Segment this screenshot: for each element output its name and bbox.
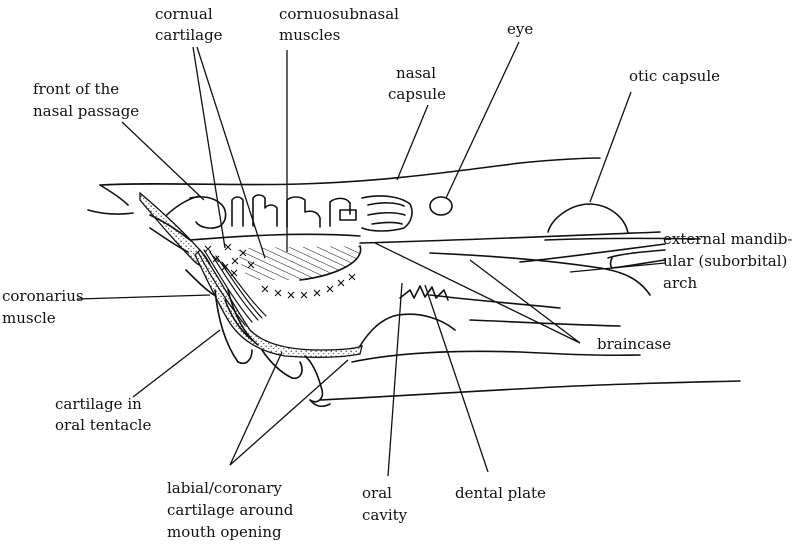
label-oral-cavity: oral cavity bbox=[362, 484, 408, 524]
label-labial-coronary-cartilage: labial/coronary cartilage around mouth o… bbox=[167, 479, 298, 541]
eye-shape bbox=[430, 197, 452, 215]
label-braincase: braincase bbox=[597, 335, 671, 353]
label-coronarius-muscle: coronarius muscle bbox=[2, 287, 88, 327]
label-cartilage-oral-tentacle: cartilage in oral tentacle bbox=[55, 395, 151, 434]
leader-lines bbox=[77, 42, 665, 476]
label-front-nasal-passage: front of the nasal passage bbox=[33, 80, 139, 120]
label-cornual-cartilage: cornual cartilage bbox=[155, 5, 223, 44]
label-otic-capsule: otic capsule bbox=[629, 67, 720, 85]
label-eye: eye bbox=[507, 20, 533, 38]
nasal-capsule-channels bbox=[160, 195, 412, 240]
oral-region bbox=[140, 193, 640, 402]
label-cornuosubnasal-muscles: cornuosubnasal muscles bbox=[279, 5, 404, 44]
label-external-mandibular-arch: external mandib- ular (suborbital) arch bbox=[663, 230, 797, 292]
head-outline bbox=[88, 158, 740, 406]
label-dental-plate: dental plate bbox=[455, 484, 546, 502]
label-nasal-capsule: nasal capsule bbox=[388, 64, 446, 103]
cornuosubnasal-muscles bbox=[238, 246, 361, 280]
